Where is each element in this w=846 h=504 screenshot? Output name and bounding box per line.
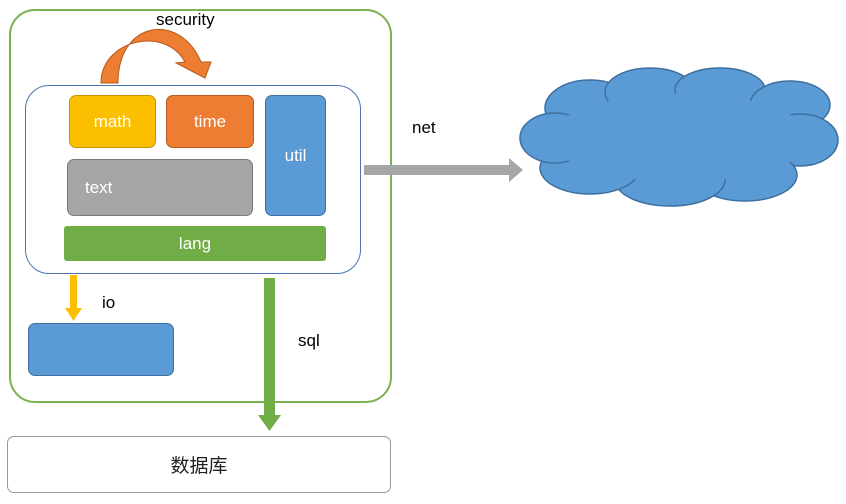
math-label: math bbox=[93, 111, 132, 131]
database-box: 数据库 bbox=[7, 436, 391, 493]
util-module: util bbox=[265, 95, 326, 216]
time-module: time bbox=[166, 95, 254, 148]
database-label: 数据库 bbox=[170, 456, 228, 477]
util-label: util bbox=[284, 145, 307, 165]
security-label: security bbox=[156, 10, 215, 29]
net-arrow bbox=[364, 158, 523, 182]
lang-module: lang bbox=[64, 226, 326, 261]
text-module: text bbox=[67, 159, 253, 216]
text-label: text bbox=[85, 177, 113, 197]
io-box bbox=[28, 323, 174, 376]
io-label: io bbox=[102, 293, 116, 312]
application-container bbox=[9, 9, 392, 403]
network-cloud bbox=[519, 67, 839, 207]
io-arrow bbox=[65, 275, 82, 321]
net-label: net bbox=[412, 118, 436, 137]
sql-arrow bbox=[258, 278, 281, 431]
time-label: time bbox=[193, 111, 227, 131]
math-module: math bbox=[69, 95, 156, 148]
sql-label: sql bbox=[298, 331, 320, 350]
lang-label: lang bbox=[178, 233, 212, 253]
security-arrow bbox=[100, 28, 212, 84]
